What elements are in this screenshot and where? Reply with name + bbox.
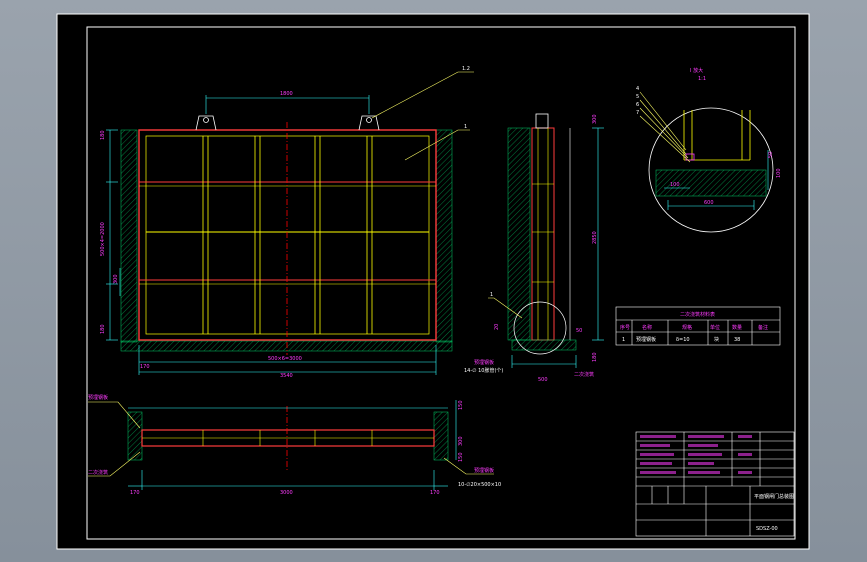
side-dim-bottom-right: 180 [592,352,598,362]
detail-leader-5: 5 [636,94,639,100]
title-block-drawing-no: SDSZ-00 [756,526,778,532]
side-ribs [532,128,554,340]
material-header-3: 单位 [710,324,720,331]
front-dim-top: 1800 [280,91,293,97]
side-callout: 1 [490,292,493,298]
labels: 1800 500×6=3000 3540 170 500×4=2000 180 … [88,66,794,532]
plan-right-hatch [433,411,449,461]
detail-dim-right-b: 100 [776,168,782,178]
front-callout-top: 1.2 [462,66,470,72]
plan-dim-right: 170 [430,490,440,496]
detail-leader-6: 6 [636,102,639,108]
front-dim-lower: 180 [100,324,106,334]
detail-leader-7: 7 [636,110,639,116]
side-dim-bottom-left: 20 [494,324,500,330]
material-cell-0: 1 [622,337,625,343]
detail-dim-width: 600 [704,200,714,206]
side-dim-small: 50 [576,328,582,334]
front-dim-upper: 180 [100,130,106,140]
title-block-title: 平面钢闸门总装图 [754,493,794,500]
material-cell-2: δ=10 [676,337,690,343]
detail-seal [685,153,695,161]
sill-hatch [120,340,453,352]
material-header-4: 数量 [732,324,742,331]
material-table-title: 二次浇筑材料表 [680,311,715,318]
detail-dim-right-a: 50 [768,152,774,158]
side-leader [488,297,523,319]
plan-ribs [142,430,434,446]
side-dim-top: 300 [592,114,598,124]
gate-outer-frame [138,129,437,341]
side-sill-hatch [511,339,577,351]
plan-dim-span: 3000 [280,490,293,496]
detail-leaders [639,91,691,163]
material-header-2: 规格 [682,324,692,331]
material-cell-4: 38 [734,337,740,343]
front-dim-total: 3540 [280,373,293,379]
plan-dimensions [128,400,457,490]
plan-dim-right-c: 150 [458,452,464,462]
detail-circle-marker [513,301,567,355]
horizontal-beams [139,181,436,285]
front-dim-span: 500×6=3000 [268,356,302,362]
material-header-0: 序号 [620,324,630,331]
plan-dim-right-b: 300 [458,436,464,446]
plan-view [88,400,494,490]
detail-leader-4: 4 [636,86,639,92]
side-view [488,113,604,368]
front-callout-body: 1 [464,124,467,130]
front-dimensions [106,95,437,375]
plan-label-left-bottom: 二次浇筑 [88,469,108,476]
plan-label-right-note: 10-∅20×500×10 [458,482,501,488]
side-dim-width: 500 [538,377,548,383]
material-header-5: 备注 [758,324,768,331]
plan-label-right: 预埋钢板 [474,467,494,474]
sheet [56,13,810,550]
plan-leaders [88,401,494,477]
plan-dim-right-a: 150 [458,400,464,410]
material-cell-1: 预埋钢板 [636,336,656,343]
gate-inner-frame [145,135,430,335]
front-note-2: 14-∅ 10胀管(个) [464,367,503,374]
plan-dim-left: 170 [130,490,140,496]
side-dim-height: 2850 [592,231,598,244]
side-note-1: 二次浇筑 [574,371,594,378]
detail-view [639,91,774,233]
inner-border [86,26,796,540]
front-dim-vertical: 500×4=2000 [100,222,106,256]
material-header-1: 名称 [642,324,652,331]
side-dimensions [511,127,604,368]
detail-dim-left: 100 [670,182,680,188]
plan-label-left-top: 预埋钢板 [88,394,108,401]
right-wall-hatch [435,129,453,343]
side-wall-hatch [507,127,531,341]
front-dim-mid: 300 [113,274,119,284]
title-block [635,431,795,537]
detail-scale: 1:1 [698,76,706,82]
detail-dimensions [664,150,769,210]
material-table [615,306,781,346]
detail-title: I 放大 [690,67,703,74]
front-dim-small: 170 [140,364,150,370]
lifting-lugs [195,115,380,131]
title-block-fills [640,435,752,474]
side-top-lug [535,113,549,129]
detail-circle [648,107,774,233]
vertical-members [202,136,373,334]
plan-left-hatch [127,411,143,461]
detail-hatch [655,169,767,197]
left-wall-hatch [120,129,138,343]
front-view [106,71,474,375]
front-leaders [371,71,474,161]
front-note-1: 预埋钢板 [474,359,494,366]
material-cell-3: 块 [714,336,719,343]
